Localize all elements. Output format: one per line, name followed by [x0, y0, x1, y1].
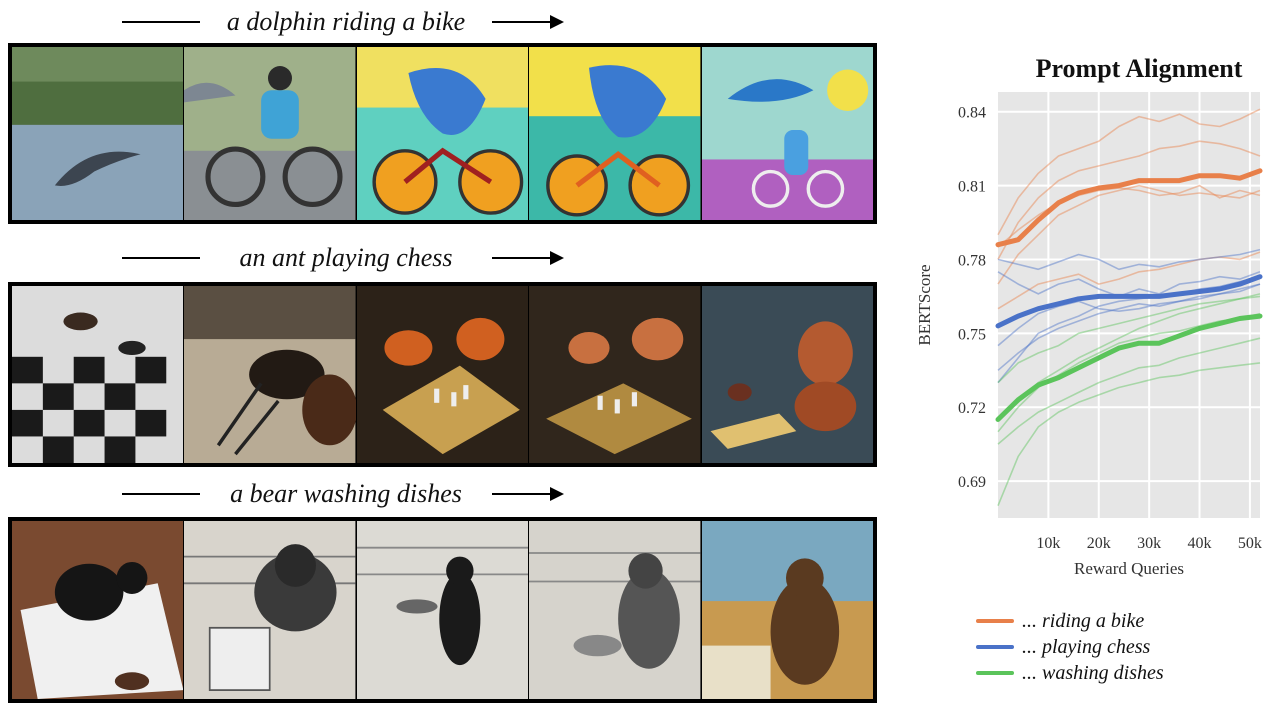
prompt-row-ant: an ant playing chess	[0, 238, 890, 278]
arrow-right-icon	[550, 251, 564, 265]
series-mean-line	[995, 313, 1263, 422]
generated-image	[184, 521, 357, 699]
legend-label: ... playing chess	[1022, 636, 1151, 658]
prompt-rule-right	[492, 21, 552, 23]
arrow-right-icon	[550, 487, 564, 501]
series-run-line	[997, 184, 1261, 248]
series-run-line	[997, 140, 1261, 260]
prompt-rule-right	[492, 257, 552, 259]
generated-image	[356, 521, 530, 699]
prompt-caption: a dolphin riding a bike	[226, 7, 466, 36]
prompt-rule-left	[122, 493, 200, 495]
arrow-right-icon	[550, 15, 564, 29]
generated-image	[356, 47, 530, 220]
prompt-row-bear: a bear washing dishes	[0, 474, 890, 514]
prompt-alignment-chart: 0.69 0.72 0.75 0.78 0.81 0.84 10k 20k 30k 40k 50k P…	[900, 40, 1274, 660]
generated-image	[529, 47, 702, 220]
generated-image	[184, 47, 357, 220]
image-strip-ant	[8, 282, 877, 467]
legend-swatch	[976, 671, 1014, 675]
y-tick-label: 0.81	[958, 179, 986, 196]
y-tick-label: 0.75	[958, 326, 986, 343]
y-tick-label: 0.78	[958, 252, 986, 269]
image-strip-dolphin	[8, 43, 877, 224]
prompt-caption: an ant playing chess	[239, 243, 453, 272]
prompt-rule-left	[122, 257, 200, 259]
x-tick-label: 50k	[1238, 535, 1262, 552]
series-run-line	[997, 271, 1261, 298]
series-run-line	[997, 337, 1261, 445]
generated-image	[529, 521, 702, 699]
prompt-rule-left	[122, 21, 200, 23]
generated-image	[701, 521, 874, 699]
generated-image	[12, 286, 185, 463]
legend-label: ... washing dishes	[1022, 662, 1164, 684]
series-mean-line	[995, 168, 1263, 248]
x-tick-label: 40k	[1188, 535, 1212, 552]
legend-swatch	[976, 619, 1014, 623]
generated-image	[12, 47, 185, 220]
prompt-caption: a bear washing dishes	[230, 479, 462, 508]
legend-label: ... riding a bike	[1022, 610, 1145, 632]
generated-image	[12, 521, 185, 699]
image-strip-bear	[8, 517, 877, 703]
y-tick-label: 0.84	[958, 105, 986, 122]
legend-swatch	[976, 645, 1014, 649]
generated-image	[529, 286, 702, 463]
generated-image	[356, 286, 530, 463]
series-run-line	[997, 283, 1261, 371]
x-tick-label: 30k	[1137, 535, 1161, 552]
plot-background	[998, 92, 1260, 518]
x-tick-label: 20k	[1087, 535, 1111, 552]
series-run-line	[997, 184, 1261, 285]
chart-title: Prompt Alignment	[1036, 54, 1243, 83]
y-tick-label: 0.72	[958, 400, 986, 417]
series-run-line	[997, 248, 1261, 271]
generated-image	[184, 286, 357, 463]
y-tick-label: 0.69	[958, 474, 986, 491]
series-mean-line	[995, 274, 1263, 329]
x-tick-label: 10k	[1036, 535, 1060, 552]
series-run-line	[997, 293, 1261, 421]
series-run-line	[997, 251, 1261, 310]
series-run-line	[997, 362, 1261, 507]
generated-image	[701, 286, 874, 463]
series-run-line	[997, 108, 1261, 236]
prompt-row-dolphin: a dolphin riding a bike	[0, 2, 890, 42]
prompt-rule-right	[492, 493, 552, 495]
generated-image	[701, 47, 874, 220]
series-run-line	[997, 295, 1261, 384]
chart-svg: 0.69 0.72 0.75 0.78 0.81 0.84 10k 20k 30k 40k 50k P…	[915, 54, 1263, 578]
x-axis-label: Reward Queries	[1074, 559, 1184, 578]
series-run-line	[997, 283, 1261, 347]
y-axis-label: BERTScore	[915, 264, 934, 345]
